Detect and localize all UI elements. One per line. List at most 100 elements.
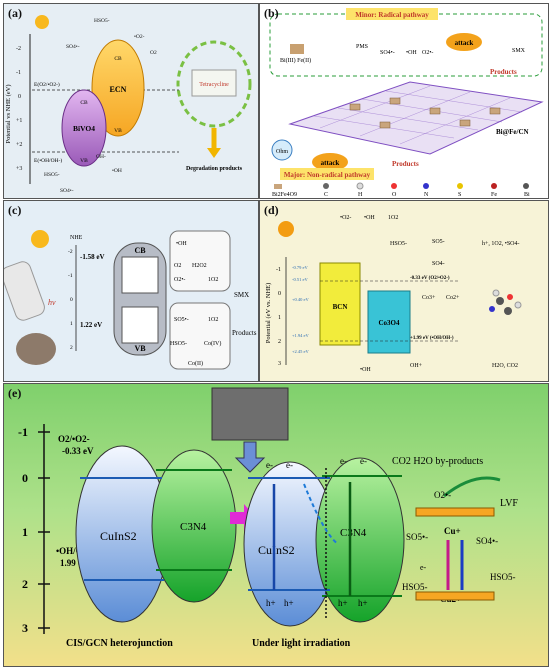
h-label: h+ bbox=[266, 598, 276, 608]
h-label: h+ bbox=[338, 598, 348, 608]
cn-label-left: C3N4 bbox=[180, 521, 207, 533]
tick: -1 bbox=[68, 273, 73, 279]
tick: 2 bbox=[278, 339, 281, 345]
panel-c: (c) hv NHE -2 -1 0 1 2 -1.58 eV 1.22 eV … bbox=[3, 200, 259, 382]
co3-label: Co3+ bbox=[422, 295, 436, 301]
so5-label: SO5•- bbox=[174, 317, 189, 323]
tick: 3 bbox=[278, 361, 281, 367]
tick: 2 bbox=[70, 345, 73, 351]
tick: -2 bbox=[16, 46, 21, 52]
h2o2-label: H2O2 bbox=[192, 263, 207, 269]
e-label: e- bbox=[340, 456, 347, 466]
tick: 2 bbox=[22, 577, 28, 591]
sun-icon bbox=[278, 221, 294, 237]
products-label: CO2 H2O by-products bbox=[392, 456, 483, 467]
tick: 1 bbox=[278, 315, 281, 321]
rad-2: •OH bbox=[406, 50, 417, 56]
o2rad-label: O2•- bbox=[174, 277, 185, 283]
bife-label: Bi(III) Fe(II) bbox=[280, 57, 311, 64]
cb-label: CB bbox=[134, 246, 146, 255]
hso5-label: HSO5- bbox=[94, 18, 110, 24]
e-oh-label: E(•OH/OH-) bbox=[34, 157, 62, 164]
panel-d-yaxis: Potential (eV vs. NHE) bbox=[265, 283, 272, 344]
ohrad-label: •OH bbox=[360, 367, 371, 373]
tick: 0 bbox=[18, 94, 21, 100]
nanotube-icon bbox=[4, 261, 45, 321]
so4-label: SO4- bbox=[432, 261, 445, 267]
legend-item: H bbox=[358, 192, 363, 198]
panel-d: (d) Potential (eV vs. NHE) -1 0 1 2 3 •O… bbox=[259, 200, 549, 382]
radical-box-top bbox=[169, 230, 231, 292]
panel-a-yaxis: Potential vs NHE (eV) bbox=[5, 84, 12, 143]
products-label: Products bbox=[490, 68, 517, 76]
v2-label: 1.22 eV bbox=[80, 321, 102, 329]
o2rad-label: O2•- bbox=[434, 490, 451, 500]
legend-item: C bbox=[324, 192, 328, 198]
so5-label: SO5- bbox=[432, 239, 445, 245]
hv-label: hv bbox=[48, 298, 56, 307]
transfer-arrow bbox=[303, 483, 339, 545]
top-ohrad: •OH bbox=[364, 215, 375, 221]
level: +1.94 eV bbox=[292, 333, 310, 338]
hso5-right: HSO5- bbox=[490, 572, 516, 582]
panel-c-label: (c) bbox=[8, 203, 22, 217]
bcn-band bbox=[319, 262, 361, 346]
minor-pathway-label: Minor: Radical pathway bbox=[355, 11, 429, 19]
panel-e-label: (e) bbox=[8, 386, 22, 400]
cn-band-right bbox=[315, 457, 405, 623]
co2-label: Co2+ bbox=[446, 295, 460, 301]
oh-couple-label: •OH/OH- bbox=[56, 546, 93, 556]
ohm-label: Ohm bbox=[276, 149, 288, 155]
bivo4-vb: VB bbox=[80, 158, 88, 164]
e-label: e- bbox=[286, 460, 293, 470]
so4-label: SO4•- bbox=[476, 536, 498, 546]
tetracycline-molecule bbox=[191, 69, 237, 97]
minor-pathway-tag bbox=[346, 8, 438, 20]
panel-b-svg: Minor: Radical pathway Bi(III) Fe(II) PM… bbox=[269, 8, 544, 198]
cn-label-right: C3N4 bbox=[340, 527, 367, 539]
tick: -2 bbox=[68, 249, 73, 255]
major-pathway-label: Major: Non-radical pathway bbox=[284, 171, 371, 179]
rad-1: SO4•- bbox=[380, 50, 395, 56]
attack-burst-2 bbox=[312, 153, 348, 171]
tetracycline-label: Tetracycline bbox=[199, 82, 229, 88]
singlet-label: 1O2 bbox=[208, 277, 218, 283]
tick: +2 bbox=[16, 142, 22, 148]
ohrad-label: •OH bbox=[112, 168, 122, 174]
panel-a-label: (a) bbox=[8, 6, 22, 20]
ecn-label: ECN bbox=[110, 85, 127, 94]
pms-label: PMS bbox=[356, 44, 368, 50]
e-label: e- bbox=[266, 460, 273, 470]
e-label: e- bbox=[360, 456, 367, 466]
caption-right: Under light irradiation bbox=[252, 638, 351, 649]
co3o4-label: Co3O4 bbox=[379, 319, 401, 327]
legend-item: Bi bbox=[524, 192, 530, 198]
tick: 0 bbox=[70, 297, 73, 303]
tick: 0 bbox=[22, 471, 28, 485]
oh-couple-value: 1.99 eV bbox=[60, 558, 89, 568]
top-singlet: 1O2 bbox=[388, 215, 398, 221]
e2-label: +1.99 eV (•OH/OH-) bbox=[410, 336, 454, 341]
legend-item: O bbox=[392, 192, 397, 198]
co4-label: Co(IV) bbox=[204, 340, 221, 347]
sun-icon bbox=[35, 15, 49, 29]
e1-label: -0.33 eV (O2/•O2-) bbox=[410, 276, 450, 281]
hso5-left: HSO5- bbox=[402, 582, 428, 592]
singlet-label-2: 1O2 bbox=[208, 317, 218, 323]
so5-label: SO5•- bbox=[406, 532, 428, 542]
h-label: h+ bbox=[284, 598, 294, 608]
tick: -1 bbox=[276, 267, 281, 273]
prod-label: H2O, CO2 bbox=[492, 363, 518, 369]
legend-item: N bbox=[424, 192, 429, 198]
o2-couple-value: -0.33 eV bbox=[62, 446, 94, 456]
degradation-label: Degradation products bbox=[186, 166, 243, 172]
oh-label: •OH bbox=[176, 241, 187, 247]
ohm-label: OH- bbox=[96, 154, 106, 160]
cn-sheet bbox=[288, 81, 544, 155]
ecn-cb: CB bbox=[114, 56, 122, 62]
v1-label: -1.58 eV bbox=[80, 253, 105, 261]
legend: Bi2Fe4O9 C H O N S Fe Bi bbox=[272, 182, 530, 198]
hso5-label: HSO5- bbox=[170, 341, 187, 347]
tick: +1 bbox=[16, 118, 22, 124]
